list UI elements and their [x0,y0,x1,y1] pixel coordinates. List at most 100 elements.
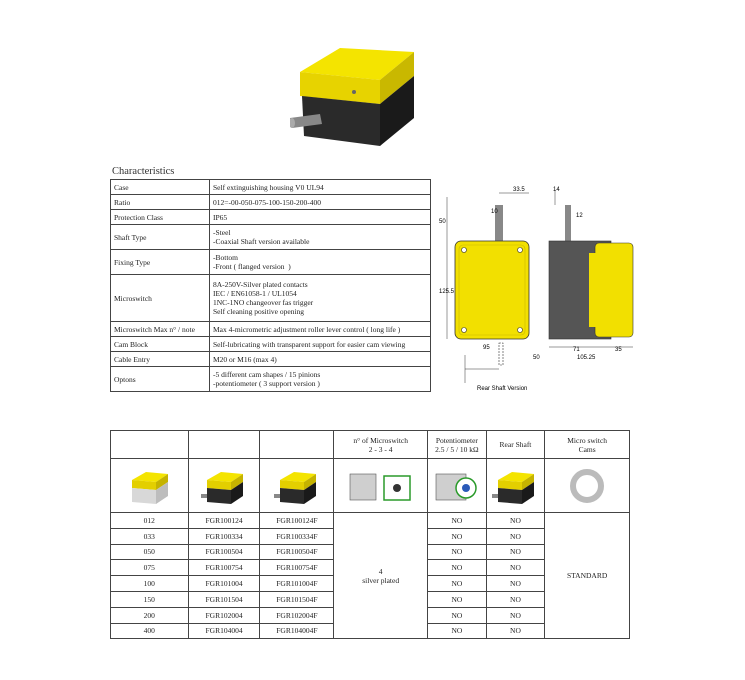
rear-shaft-cell: NO [485,590,546,608]
dim-33-5: 33.5 [513,187,525,193]
spec-value: IP65 [209,209,431,225]
spec-key: Optons [110,366,210,392]
header-line: Cams [578,444,596,454]
models-header-cell [187,430,261,459]
dim-10: 10 [491,209,498,215]
spec-value-line: -Coaxial Shaft version available [213,237,310,246]
potentiometer-icon [435,473,477,500]
cam-ring-icon [570,468,605,503]
spec-value-line: M20 or M16 (max 4) [213,354,277,364]
header-line: 2.5 / 5 / 10 kΩ [435,444,479,454]
potentiometer-cell: NO [427,559,487,577]
rear-shaft-cell: NO [485,622,546,640]
spec-value: -Steel-Coaxial Shaft version available [209,224,431,250]
drawing-caption: Rear Shaft Version [477,386,527,392]
ratio-cell: 012 [110,512,189,529]
code-cell: FGR104004 [187,622,261,640]
spec-value-line: Self-lubricating with transparent suppor… [213,339,406,349]
cams-merged-cell: STANDARD [544,511,630,640]
code-f-cell: FGR102004F [259,606,335,624]
code-cell: FGR100504 [187,543,261,561]
spec-value-line: 012=-00-050-075-100-150-200-400 [213,197,321,207]
spec-value: -5 different cam shapes / 15 pinions-pot… [209,366,431,392]
spec-key: Cable Entry [110,351,210,367]
rear-shaft-box-icon [492,471,535,504]
header-line: Rear Shaft [499,440,532,449]
open-switch-icon [132,471,169,504]
spec-key: Fixing Type [110,249,210,275]
spec-value-line: 1NC-1NO changeover fas trigger [213,298,314,307]
spec-value-line: Self cleaning positive opening [213,307,305,316]
ratio-cell: 075 [110,559,189,577]
product-photo [290,48,414,146]
spec-value-line: -Front ( flanged version ) [213,262,291,271]
spec-row: Shaft Type-Steel-Coaxial Shaft version a… [110,224,431,250]
models-header-cell [259,430,335,459]
microswitch-line: 4 [378,566,383,576]
characteristics-title: Characteristics [112,166,175,177]
ratio-cell: 200 [110,606,189,624]
spec-key: Microswitch Max n° / note [110,321,210,337]
dim-125-5: 125.5 [439,289,455,295]
spec-key: Protection Class [110,209,210,225]
code-cell: FGR102004 [187,606,261,624]
spec-value-line: IP65 [213,212,228,222]
code-cell: FGR100754 [187,559,261,577]
spec-value: M20 or M16 (max 4) [209,351,431,367]
dim-50-front: 50 [439,219,446,225]
spec-key: Shaft Type [110,224,210,250]
flanged-box-icon [273,471,316,504]
dim-105-25: 105.25 [577,355,596,361]
dim-71: 71 [573,347,580,353]
dim-12: 12 [576,213,583,219]
rear-shaft-cell: NO [485,575,546,592]
spec-value: 012=-00-050-075-100-150-200-400 [209,194,431,210]
code-f-cell: FGR101004F [259,575,335,592]
models-image-cell [333,458,429,513]
potentiometer-cell: NO [427,590,487,608]
models-image-cell [110,458,189,513]
ratio-cell: 033 [110,527,189,545]
rear-shaft-cell: NO [485,559,546,577]
rear-shaft-cell: NO [485,527,546,545]
rear-shaft-cell: NO [485,512,546,529]
header-line: Potentiometer [435,435,478,445]
header-line: Micro switch [567,435,608,445]
code-f-cell: FGR100334F [259,527,335,545]
spec-value-line: -5 different cam shapes / 15 pinions [213,370,321,379]
ratio-cell: 150 [110,590,189,608]
models-image-cell [485,458,546,513]
dim-95: 95 [483,345,490,351]
ratio-cell: 400 [110,622,189,640]
rear-shaft-cell: NO [485,606,546,624]
rear-shaft-cell: NO [485,543,546,561]
spec-key: Cam Block [110,336,210,352]
code-cell: FGR101504 [187,590,261,608]
dim-14: 14 [553,187,560,193]
code-f-cell: FGR104004F [259,622,335,640]
header-line: 2 - 3 - 4 [368,444,393,454]
models-image-cell [544,458,630,513]
spec-row: Optons-5 different cam shapes / 15 pinio… [110,366,431,392]
potentiometer-cell: NO [427,622,487,640]
spec-row: Fixing Type-Bottom-Front ( flanged versi… [110,249,431,275]
code-f-cell: FGR100754F [259,559,335,577]
spec-value: Self extinguishing housing V0 UL94 [209,179,431,195]
spec-value: Self-lubricating with transparent suppor… [209,336,431,352]
ratio-cell: 050 [110,543,189,561]
microswitch-icon [349,473,411,501]
